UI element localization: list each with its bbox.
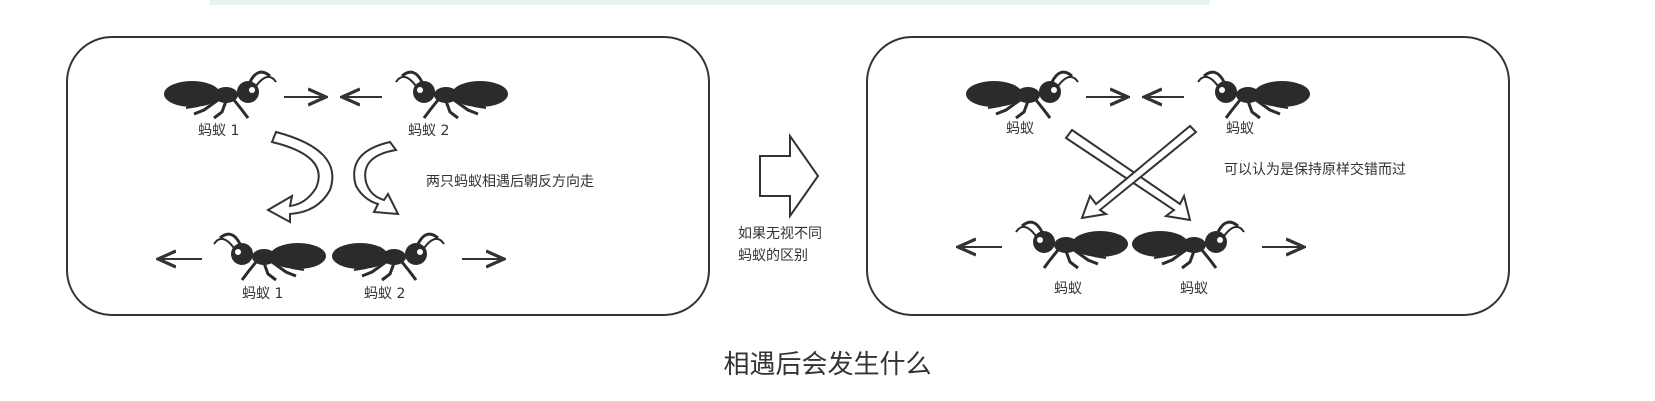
figure-caption: 相遇后会发生什么 <box>723 350 932 380</box>
middle-explanation: 如果无视不同 蚂蚁的区别 <box>738 223 822 267</box>
middle-line-1: 如果无视不同 <box>738 226 822 242</box>
left-scenario-panel <box>66 36 710 316</box>
right-bottom-ant-1-label: 蚂蚁 <box>1054 281 1082 297</box>
left-top-ant-1-label: 蚂蚁 1 <box>198 123 240 139</box>
right-scenario-panel <box>866 36 1510 316</box>
middle-big-arrow <box>759 132 820 220</box>
right-bottom-ant-2-label: 蚂蚁 <box>1180 281 1208 297</box>
top-decor-bar <box>210 0 1210 5</box>
right-cross-arrow-1 <box>1064 128 1192 222</box>
right-cross-arrow-2 <box>1080 124 1198 220</box>
left-bottom-ant-1-label: 蚂蚁 1 <box>242 286 284 302</box>
left-bottom-ant-2 <box>330 232 446 282</box>
left-top-ant-1 <box>162 70 278 120</box>
right-top-ant-1 <box>964 70 1080 120</box>
right-top-ant-1-label: 蚂蚁 <box>1006 121 1034 137</box>
left-top-ant-2 <box>396 72 508 118</box>
middle-line-2: 蚂蚁的区别 <box>738 248 808 264</box>
left-curved-arrow-2 <box>353 140 400 216</box>
left-bottom-ant-2-label: 蚂蚁 2 <box>364 286 406 302</box>
right-top-ant-2 <box>1198 72 1310 118</box>
left-top-ant-2-label: 蚂蚁 2 <box>408 123 450 139</box>
right-bottom-ant-1 <box>1016 222 1128 268</box>
right-top-ant-2-label: 蚂蚁 <box>1226 121 1254 137</box>
left-curved-arrow-1 <box>265 130 334 224</box>
right-bottom-ant-2 <box>1130 220 1246 270</box>
left-bottom-ant-1 <box>214 234 326 280</box>
left-panel-note: 两只蚂蚁相遇后朝反方向走 <box>426 174 594 190</box>
right-panel-note: 可以认为是保持原样交错而过 <box>1224 162 1406 178</box>
